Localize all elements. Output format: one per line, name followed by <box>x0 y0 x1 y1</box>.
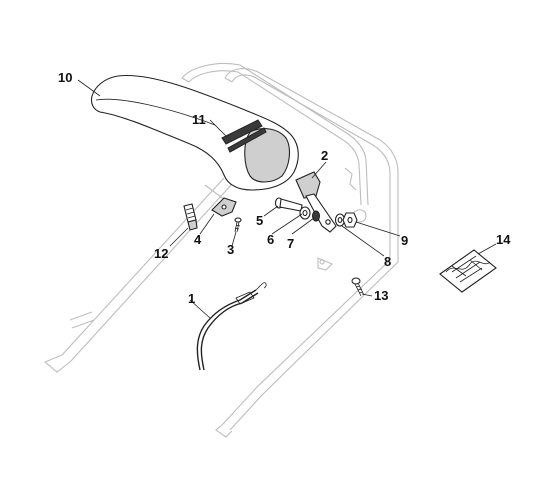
part-labels: 1 2 3 4 5 6 7 8 9 10 11 12 13 14 <box>58 70 511 306</box>
label-5: 5 <box>256 213 263 228</box>
label-2: 2 <box>321 148 328 163</box>
label-3: 3 <box>227 242 234 257</box>
label-1: 1 <box>188 291 195 306</box>
bolt <box>274 197 303 212</box>
handle-frame <box>43 62 399 438</box>
leader-lines <box>77 79 497 319</box>
spacer <box>312 210 320 222</box>
label-4: 4 <box>194 232 202 247</box>
cable-clip <box>211 197 237 217</box>
label-14: 14 <box>496 232 511 247</box>
lever <box>295 171 337 233</box>
label-12: 12 <box>154 246 168 261</box>
washer <box>299 206 311 220</box>
label-11: 11 <box>192 112 206 127</box>
label-7: 7 <box>287 236 294 251</box>
screw <box>234 217 242 233</box>
label-6: 6 <box>267 232 274 247</box>
cable-adjuster <box>183 203 198 231</box>
label-9: 9 <box>401 233 408 248</box>
cable <box>196 282 267 371</box>
label-10: 10 <box>58 70 72 85</box>
label-8: 8 <box>384 254 391 269</box>
label-13: 13 <box>374 288 388 303</box>
nut <box>334 212 358 228</box>
manual-packet <box>439 249 497 293</box>
frame-screw <box>351 277 365 297</box>
handle-cover <box>90 74 299 191</box>
